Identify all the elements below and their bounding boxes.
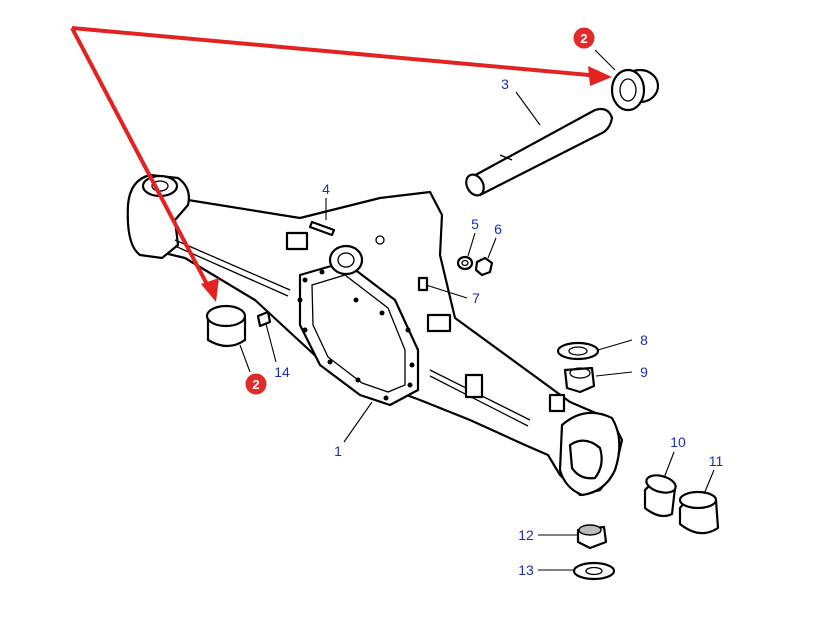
- label-14: 14: [274, 364, 290, 380]
- fitting-part-7: [417, 276, 429, 292]
- washer-part-13: [572, 561, 616, 581]
- label-5: 5: [471, 216, 479, 232]
- bush-part-9: [563, 366, 596, 394]
- callout-2-lower-left: 2: [245, 373, 267, 395]
- bush-part-2-top: [610, 68, 660, 112]
- fitting-part-14: [256, 310, 272, 328]
- label-1: 1: [334, 443, 342, 459]
- red-arrows: [70, 26, 612, 302]
- sleeve-part-10: [643, 474, 677, 518]
- bush-part-12: [576, 524, 608, 550]
- label-3: 3: [501, 76, 509, 92]
- label-8: 8: [640, 332, 648, 348]
- nut-part-6: [474, 256, 494, 277]
- axle-housing: [126, 173, 624, 497]
- bush-part-2-left: [205, 304, 247, 348]
- washer-part-5: [456, 255, 474, 271]
- label-7: 7: [472, 290, 480, 306]
- leader-lines: [239, 49, 715, 571]
- label-9: 9: [640, 364, 648, 380]
- callout-2-top-right: 2: [573, 27, 595, 49]
- washer-part-8: [556, 341, 600, 361]
- label-13: 13: [518, 562, 534, 578]
- arrow-head-icon: [201, 278, 219, 302]
- callout-2-lower-left-text: 2: [252, 377, 259, 392]
- callout-2-top-right-text: 2: [580, 31, 587, 46]
- label-10: 10: [670, 434, 686, 450]
- sleeve-part-11: [678, 490, 720, 535]
- label-11: 11: [709, 453, 724, 469]
- label-4: 4: [322, 181, 330, 197]
- label-6: 6: [494, 221, 502, 237]
- screw-part-4: [308, 220, 336, 237]
- pin-part-3: [465, 107, 614, 197]
- label-12: 12: [518, 527, 534, 543]
- arrow-head-icon: [588, 66, 612, 86]
